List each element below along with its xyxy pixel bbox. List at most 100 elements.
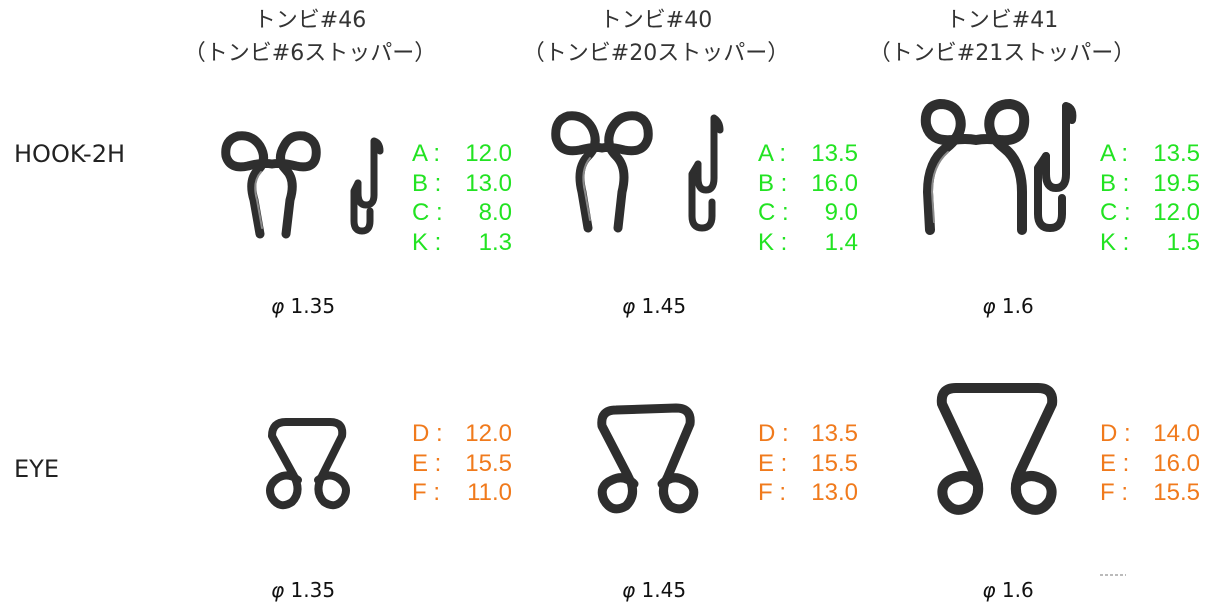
hook-front-image	[221, 131, 321, 239]
phi-symbol: φ	[270, 294, 285, 318]
dimension-value: 16.0	[1153, 449, 1200, 477]
phi-symbol: φ	[982, 294, 996, 318]
column-header-1: トンビ#46 （トンビ#6ストッパー）	[150, 4, 470, 70]
dimension-key: E :	[758, 449, 788, 477]
dimension-key: B :	[758, 169, 788, 197]
hook-dimensions-2: A : 13.5 B : 16.0 C : 9.0 K : 1.4	[758, 139, 858, 257]
dimension-line: B : 16.0	[758, 169, 858, 199]
dimension-line: E :15.5	[412, 449, 512, 479]
phi-symbol: φ	[621, 294, 636, 318]
dimension-value: 12.0	[465, 420, 512, 447]
dimension-line: K : 1.3	[412, 228, 512, 258]
hook-side-image	[350, 137, 384, 235]
dimension-key: B :	[1100, 169, 1130, 197]
dimension-key: K :	[758, 228, 788, 256]
eye-image	[266, 418, 350, 510]
dimension-value: 1.3	[478, 228, 512, 256]
dimension-value: 16.0	[811, 169, 858, 197]
eye-image	[936, 383, 1058, 515]
column-subtitle: （トンビ#21ストッパー）	[868, 41, 1136, 66]
hook-dimensions-1: A : 12.0 B : 13.0 C : 8.0 K : 1.3	[412, 139, 512, 257]
column-subtitle: （トンビ#6ストッパー）	[183, 41, 437, 66]
dimension-line: E : 16.0	[1100, 449, 1200, 479]
dimension-line: C : 8.0	[412, 198, 512, 228]
dimension-key: A :	[758, 140, 787, 167]
dimension-line: A : 13.5	[758, 139, 858, 169]
dimension-value: 13.5	[1153, 140, 1200, 167]
dimension-line: C : 12.0	[1100, 198, 1200, 228]
eye-image	[597, 403, 699, 514]
dimension-key: K :	[1100, 228, 1130, 256]
dimension-key: K :	[412, 228, 442, 256]
hook-side-image	[688, 114, 724, 232]
hook-side-image	[1034, 102, 1077, 232]
dimension-value: 12.0	[465, 140, 512, 167]
dimension-key: C :	[1100, 199, 1131, 226]
dimension-value: 15.5	[811, 449, 858, 477]
dimension-key: C :	[412, 199, 443, 226]
diameter-value: 1.45	[641, 294, 687, 318]
column-header-2: トンビ#40 （トンビ#20ストッパー）	[496, 4, 816, 70]
dimension-value: 13.5	[811, 420, 858, 447]
dimension-line: E : 15.5	[758, 449, 858, 479]
dimension-line: A : 13.5	[1100, 139, 1200, 169]
dimension-line: D :13.5	[758, 419, 858, 449]
dimension-line: F : 11.0	[412, 478, 512, 508]
dimension-value: 9.0	[824, 199, 858, 226]
dimension-value: 11.0	[467, 479, 512, 506]
eye-dimensions-3: D : 14.0 E : 16.0 F : 15.5	[1100, 419, 1200, 508]
dimension-value: 19.5	[1153, 169, 1200, 197]
diameter-value: 1.35	[290, 294, 336, 318]
dimension-value: 13.0	[465, 169, 512, 197]
dimension-key: F :	[758, 479, 786, 506]
dimension-line: B : 13.0	[412, 169, 512, 199]
dimension-value: 15.5	[465, 449, 512, 477]
column-header-3: トンビ#41 （トンビ#21ストッパー）	[842, 4, 1162, 70]
column-title: トンビ#40	[599, 8, 713, 33]
dimension-key: D :	[1100, 420, 1131, 447]
dimension-value: 12.0	[1153, 199, 1200, 226]
row-label-eye: EYE	[14, 455, 59, 483]
eye-diameter-2: φ 1.45	[594, 578, 714, 602]
dimension-key: B :	[412, 169, 442, 197]
dimension-line: F : 15.5	[1100, 478, 1200, 508]
phi-symbol: φ	[621, 578, 636, 602]
hook-diameter-2: φ 1.45	[594, 294, 714, 318]
hook-diameter-3: φ 1.6	[948, 294, 1068, 318]
dimension-value: 1.5	[1166, 228, 1200, 256]
dimension-value: 13.0	[811, 479, 858, 506]
dimension-key: A :	[412, 140, 441, 167]
dimension-key: C :	[758, 199, 789, 226]
eye-diameter-1: φ 1.35	[243, 578, 363, 602]
decorative-dashes	[1100, 574, 1126, 576]
column-subtitle: （トンビ#20ストッパー）	[522, 41, 790, 66]
dimension-line: K : 1.4	[758, 228, 858, 258]
dimension-key: E :	[1100, 449, 1130, 477]
dimension-line: C : 9.0	[758, 198, 858, 228]
hook-front-image	[920, 99, 1030, 235]
diameter-value: 1.6	[1001, 294, 1034, 318]
dimension-value: 1.4	[824, 228, 858, 256]
column-title: トンビ#46	[253, 8, 367, 33]
dimension-value: 13.5	[811, 140, 858, 167]
diameter-value: 1.45	[641, 578, 687, 602]
dimension-line: D : 14.0	[1100, 419, 1200, 449]
dimension-line: D : 12.0	[412, 419, 512, 449]
dimension-value: 14.0	[1153, 420, 1200, 447]
diameter-value: 1.6	[1001, 578, 1034, 602]
row-label-hook: HOOK-2H	[14, 140, 126, 168]
dimension-key: F :	[412, 479, 440, 506]
dimension-key: A :	[1100, 140, 1129, 167]
phi-symbol: φ	[270, 578, 285, 602]
dimension-line: K : 1.5	[1100, 228, 1200, 258]
dimension-key: D :	[412, 420, 443, 447]
dimension-line: B : 19.5	[1100, 169, 1200, 199]
dimension-value: 15.5	[1153, 479, 1200, 506]
dimension-value: 8.0	[478, 199, 512, 226]
column-title: トンビ#41	[945, 8, 1059, 33]
dimension-key: F :	[1100, 479, 1128, 506]
hook-front-image	[551, 111, 653, 233]
diameter-value: 1.35	[290, 578, 336, 602]
